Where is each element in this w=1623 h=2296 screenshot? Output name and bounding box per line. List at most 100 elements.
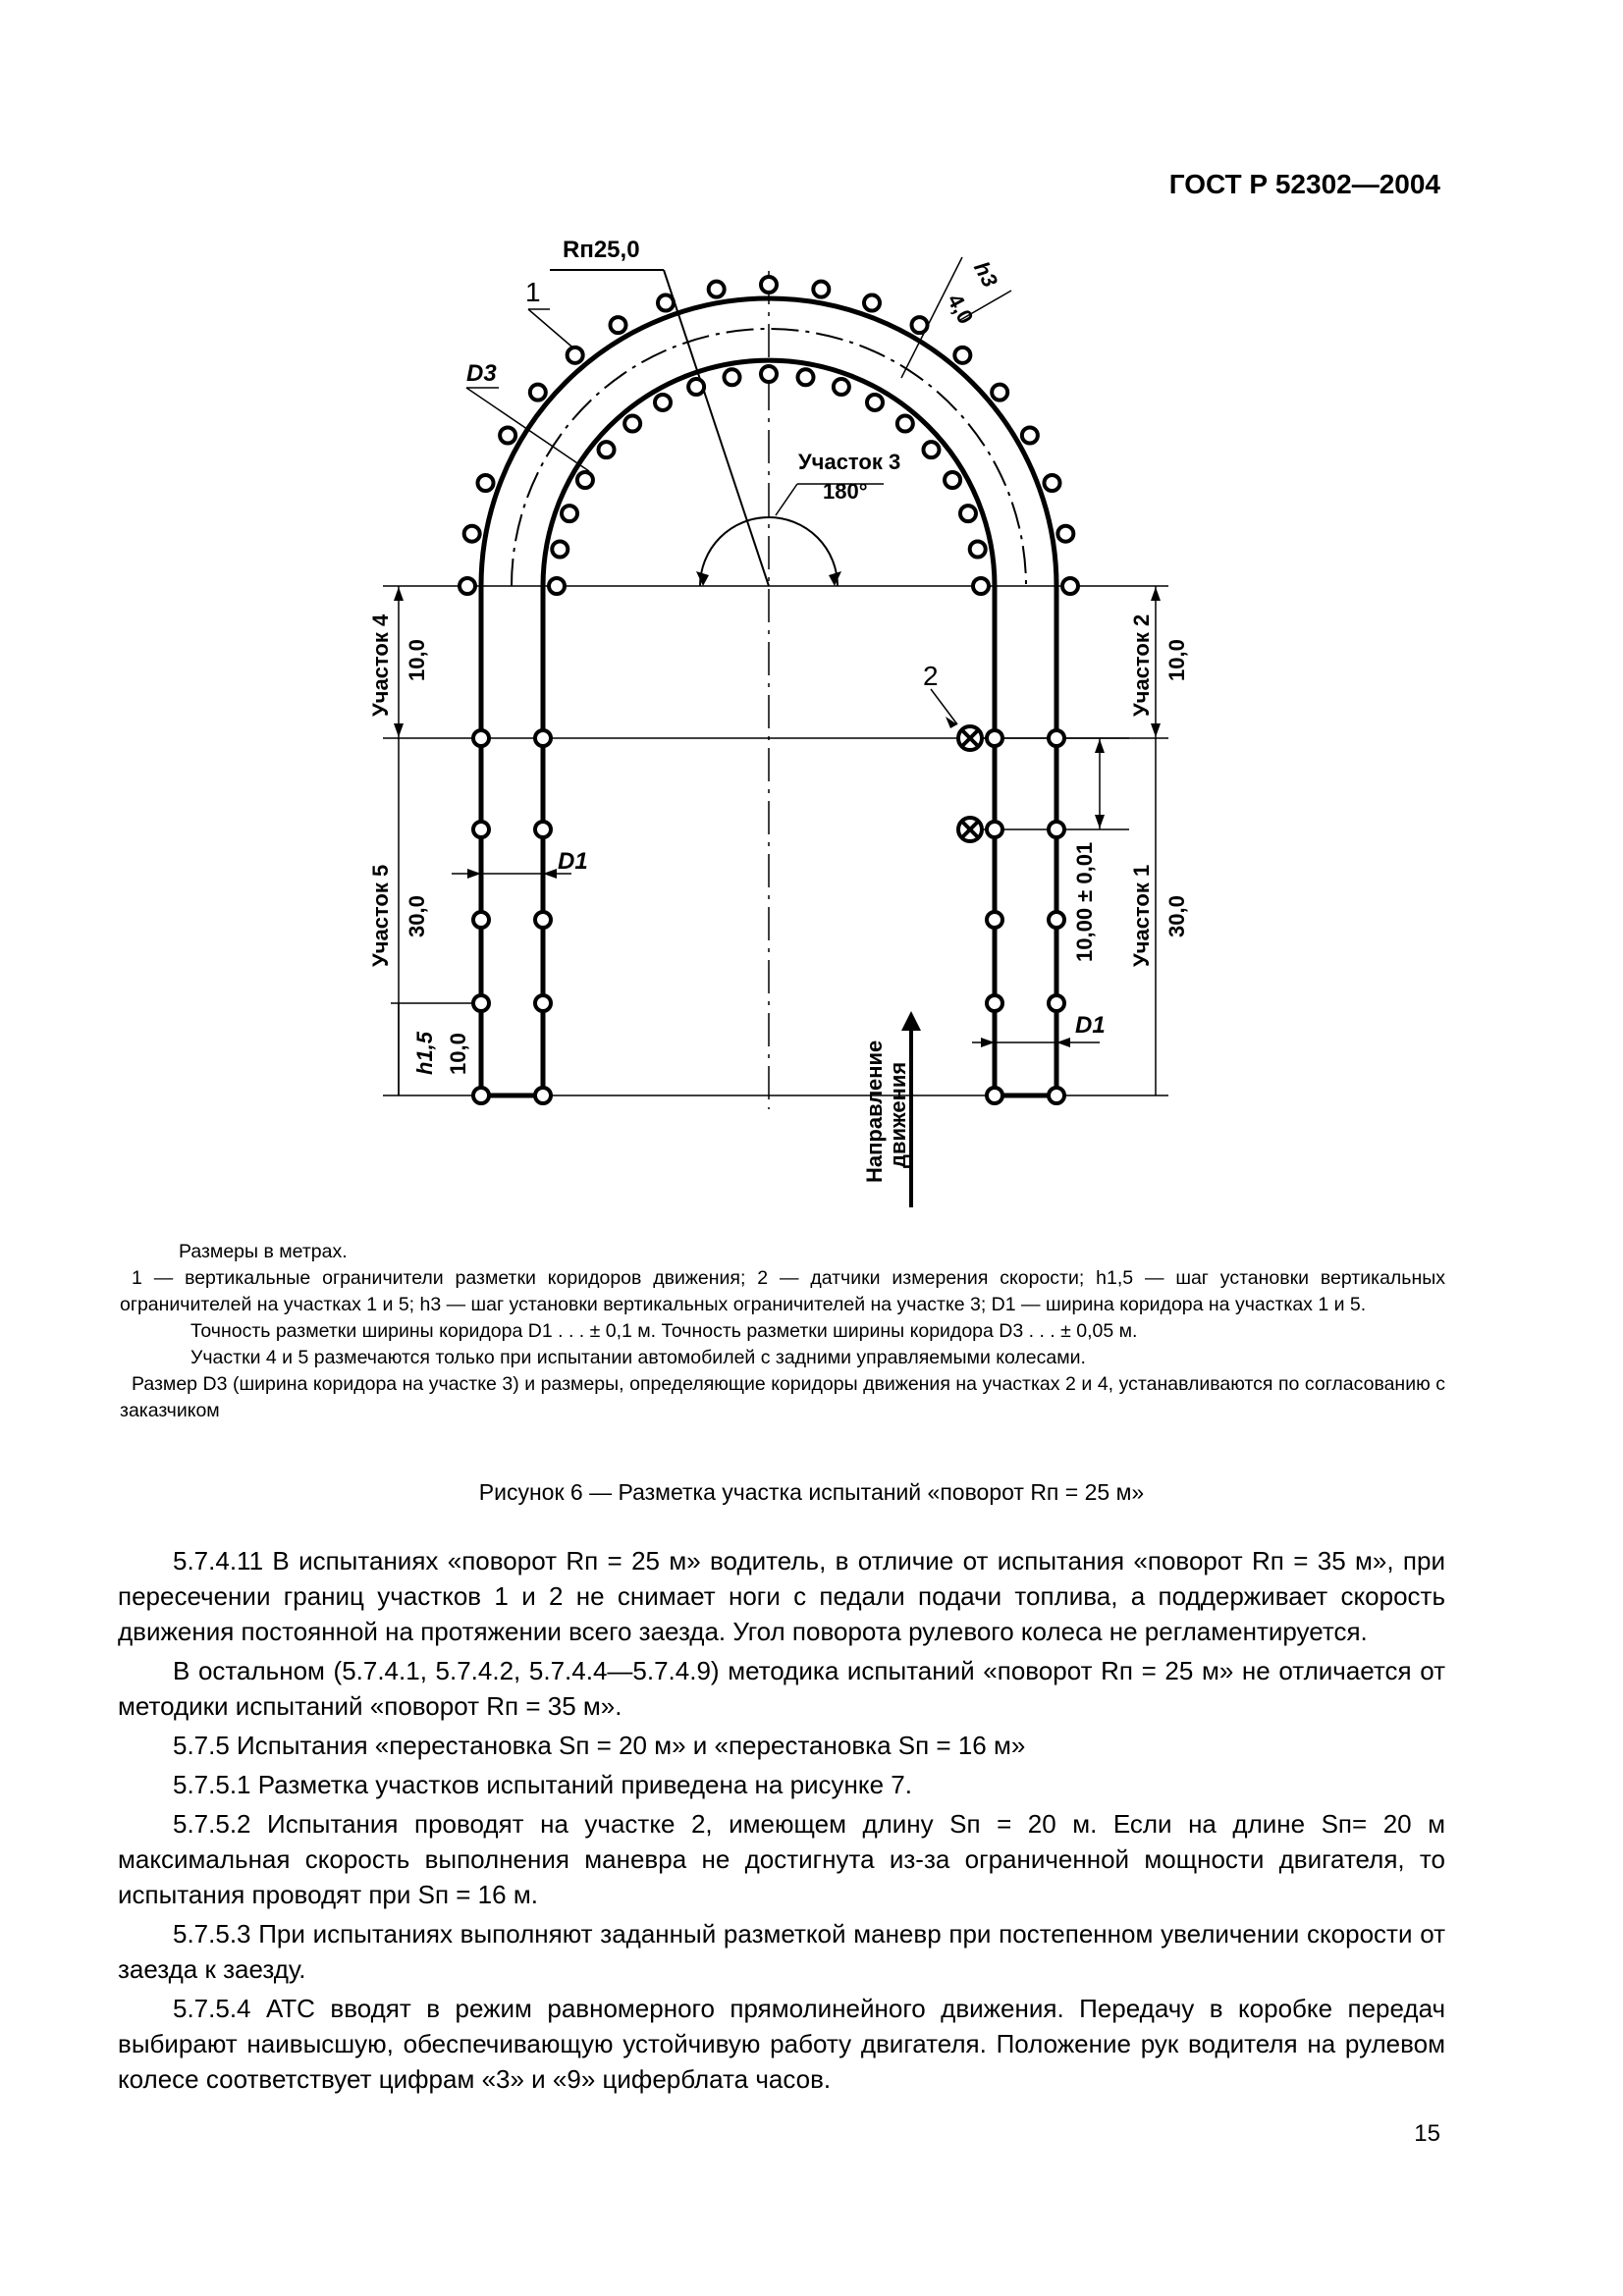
marker-post bbox=[565, 345, 585, 365]
section3-label: Участок 3 bbox=[798, 450, 900, 474]
section1-label: Участок 1 bbox=[1129, 865, 1154, 967]
marker-post bbox=[471, 820, 491, 839]
marker-post bbox=[971, 576, 991, 596]
section2-label: Участок 2 bbox=[1129, 614, 1154, 717]
paragraph: В остальном (5.7.4.1, 5.7.4.2, 5.7.4.4—5… bbox=[118, 1656, 1445, 1721]
marker-post bbox=[1042, 472, 1062, 493]
marker-post bbox=[471, 1086, 491, 1105]
marker-post bbox=[909, 315, 930, 336]
marker-post bbox=[471, 910, 491, 930]
marker-post bbox=[722, 367, 742, 388]
paragraph: 5.7.5.4 АТС вводят в режим равномерного … bbox=[118, 1994, 1445, 2094]
marker-post bbox=[547, 576, 567, 596]
marker-post bbox=[985, 993, 1004, 1013]
marker-post bbox=[921, 440, 942, 460]
paragraph: 5.7.5 Испытания «перестановка Sп = 20 м»… bbox=[173, 1731, 1026, 1760]
marker-post bbox=[527, 382, 548, 402]
speed-sensor bbox=[956, 724, 984, 843]
marker-post bbox=[759, 364, 779, 384]
marker-post bbox=[596, 440, 617, 460]
marker-post bbox=[471, 728, 491, 748]
marker-post bbox=[831, 377, 851, 398]
marker-post bbox=[967, 539, 988, 560]
document-header: ГОСТ Р 52302—2004 bbox=[1168, 169, 1440, 199]
d1-left-label: D1 bbox=[558, 848, 588, 875]
section4-value: 10,0 bbox=[405, 639, 429, 681]
marker-post bbox=[1055, 523, 1076, 544]
marker-post bbox=[985, 820, 1004, 839]
corridor-centerline bbox=[511, 328, 1027, 587]
marker-post bbox=[458, 576, 477, 596]
section5-label: Участок 5 bbox=[368, 865, 393, 967]
marker-post bbox=[475, 472, 496, 493]
h15-value: 10,0 bbox=[446, 1033, 470, 1075]
body-text: 5.7.4.11 В испытаниях «поворот Rп = 25 м… bbox=[118, 1543, 1445, 2101]
marker-post bbox=[957, 504, 978, 524]
marker-post bbox=[471, 993, 491, 1013]
paragraph: 5.7.5.2 Испытания проводят на участке 2,… bbox=[118, 1809, 1445, 1909]
figure-caption: Рисунок 6 — Разметка участка испытаний «… bbox=[478, 1479, 1145, 1505]
marker-post bbox=[894, 413, 915, 434]
marker-post bbox=[1019, 425, 1040, 446]
section1-value: 30,0 bbox=[1164, 895, 1189, 937]
track-marking-figure: Rп25,0 1 D3 Участок 3 180° h3 4,0 2 D1 D… bbox=[368, 237, 1189, 1207]
note-accuracy: Точность разметки ширины коридора D1 . .… bbox=[190, 1320, 1138, 1342]
marker-post bbox=[533, 993, 553, 1013]
marker-post bbox=[943, 470, 963, 490]
marker-post bbox=[533, 820, 553, 839]
marker-post bbox=[1047, 728, 1066, 748]
note-sections: Участки 4 и 5 размечаются только при исп… bbox=[190, 1347, 1086, 1368]
section5-value: 30,0 bbox=[405, 895, 429, 937]
note-d3: Размер D3 (ширина коридора на участке 3)… bbox=[120, 1373, 1445, 1421]
section4-label: Участок 4 bbox=[368, 614, 393, 717]
marker-post bbox=[498, 425, 518, 446]
note-units: Размеры в метрах. bbox=[179, 1241, 348, 1262]
marker-post bbox=[622, 413, 643, 434]
marker-post bbox=[1047, 993, 1066, 1013]
section2-value: 10,0 bbox=[1164, 639, 1189, 681]
marker-post bbox=[706, 279, 727, 299]
callout-2: 2 bbox=[923, 661, 939, 691]
marker-post bbox=[533, 1086, 553, 1105]
marker-post bbox=[653, 392, 673, 412]
marker-post bbox=[686, 377, 707, 398]
inner-boundary bbox=[540, 357, 998, 1095]
marker-post bbox=[985, 910, 1004, 930]
direction-label-2: движения bbox=[886, 1062, 910, 1168]
paragraph: 5.7.5.1 Разметка участков испытаний прив… bbox=[173, 1770, 912, 1799]
marker-post bbox=[952, 345, 973, 365]
marker-post bbox=[550, 539, 570, 560]
callout-1: 1 bbox=[525, 277, 541, 307]
h3-label: h3 bbox=[969, 257, 1002, 291]
marker-post bbox=[655, 293, 676, 313]
d1-right-label: D1 bbox=[1075, 1012, 1106, 1039]
paragraph: 5.7.5.3 При испытаниях выполняют заданны… bbox=[118, 1919, 1445, 1984]
d3-label: D3 bbox=[466, 360, 497, 387]
marker-post bbox=[533, 910, 553, 930]
marker-post bbox=[985, 728, 1004, 748]
marker-post bbox=[759, 275, 779, 294]
marker-post bbox=[1047, 910, 1066, 930]
marker-post bbox=[990, 382, 1010, 402]
marker-post bbox=[461, 523, 482, 544]
marker-post bbox=[533, 728, 553, 748]
paragraph: 5.7.4.11 В испытаниях «поворот Rп = 25 м… bbox=[118, 1546, 1445, 1646]
h3-value: 4,0 bbox=[943, 290, 978, 328]
figure-notes: Размеры в метрах. 1 — вертикальные огран… bbox=[120, 1239, 1445, 1424]
direction-label-1: Направление bbox=[862, 1041, 887, 1183]
marker-post bbox=[1047, 820, 1066, 839]
h15-label: h1,5 bbox=[412, 1031, 437, 1075]
marker-post bbox=[1047, 1086, 1066, 1105]
angle-label: 180° bbox=[823, 479, 868, 504]
page-number: 15 bbox=[1414, 2120, 1440, 2147]
marker-post bbox=[795, 367, 816, 388]
marker-post bbox=[574, 470, 595, 490]
note-legend: 1 — вертикальные ограничители разметки к… bbox=[120, 1267, 1445, 1315]
marker-post bbox=[811, 279, 832, 299]
radius-label: Rп25,0 bbox=[563, 237, 640, 263]
marker-post bbox=[560, 504, 580, 524]
marker-post bbox=[608, 315, 628, 336]
sensor-spacing: 10,00 ± 0,01 bbox=[1072, 842, 1097, 962]
marker-post bbox=[865, 392, 885, 412]
marker-post bbox=[862, 293, 883, 313]
